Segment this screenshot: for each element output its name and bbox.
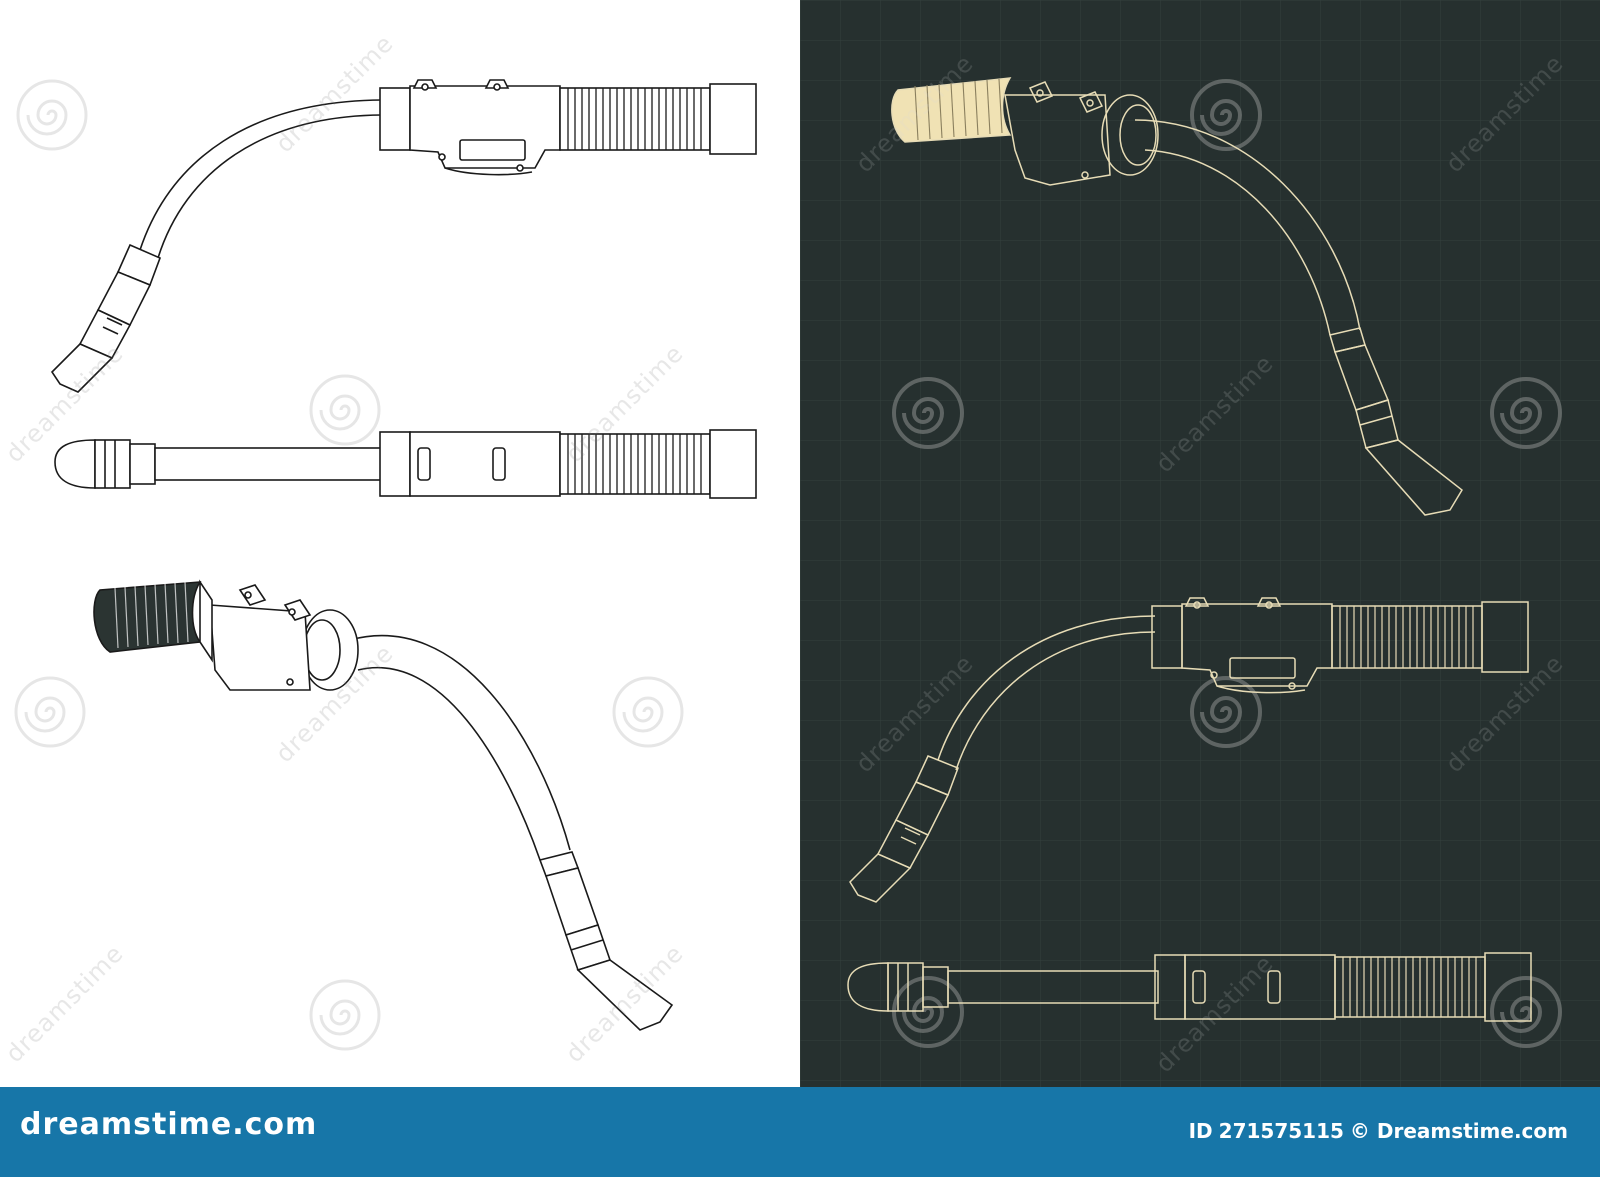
spiral-logo-icon: [309, 979, 381, 1051]
torch-curved-top-view-dark: [849, 597, 1529, 903]
spiral-logo-icon: [1490, 377, 1562, 449]
torch-curved-top-view-light: [50, 79, 757, 393]
light-drawings-svg: [14, 79, 757, 1051]
spiral-logo-icon: [892, 976, 964, 1048]
spiral-logo-icon: [612, 676, 684, 748]
blueprint-drawings-svg: [800, 0, 1600, 1087]
blueprint-drawing-panel: dreamstime dreamstime dreamstime dreamst…: [800, 0, 1600, 1087]
grip-ribs: [567, 88, 702, 150]
torch-isometric-view-dark: [891, 77, 1463, 516]
copyright-text: © Dreamstime.com: [1349, 1119, 1568, 1143]
image-id-number: 271575115: [1218, 1119, 1344, 1143]
blueprint-grid: [800, 0, 1600, 1087]
light-drawing-panel: dreamstime dreamstime dreamstime dreamst…: [0, 0, 800, 1087]
spiral-logo-icon: [1190, 79, 1262, 151]
torch-straight-side-view-light: [54, 429, 757, 499]
torch-isometric-view-light: [93, 579, 674, 1031]
spiral-logo-icon: [1490, 976, 1562, 1048]
spiral-logo-icon: [16, 79, 88, 151]
footer-logo[interactable]: dreamstime.com: [20, 1107, 318, 1142]
spiral-logo-icon: [892, 377, 964, 449]
image-id-label: ID: [1188, 1119, 1213, 1143]
spiral-logo-icon: [309, 374, 381, 446]
torch-straight-side-view-dark: [847, 952, 1532, 1022]
spiral-logo-icon: [1190, 676, 1262, 748]
spiral-logo-icon: [14, 676, 86, 748]
